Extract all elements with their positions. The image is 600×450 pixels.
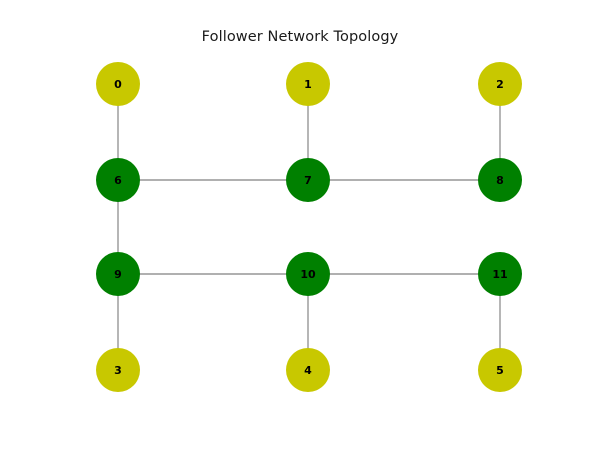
graph-node-circle-5[interactable] bbox=[478, 348, 522, 392]
graph-node-11[interactable]: 11 bbox=[478, 252, 522, 296]
graph-node-5[interactable]: 5 bbox=[478, 348, 522, 392]
graph-node-10[interactable]: 10 bbox=[286, 252, 330, 296]
graph-node-4[interactable]: 4 bbox=[286, 348, 330, 392]
graph-node-3[interactable]: 3 bbox=[96, 348, 140, 392]
graph-node-9[interactable]: 9 bbox=[96, 252, 140, 296]
graph-node-circle-1[interactable] bbox=[286, 62, 330, 106]
graph-node-8[interactable]: 8 bbox=[478, 158, 522, 202]
page-title: Follower Network Topology bbox=[201, 29, 399, 45]
graph-node-circle-11[interactable] bbox=[478, 252, 522, 296]
graph-node-1[interactable]: 1 bbox=[286, 62, 330, 106]
graph-node-circle-3[interactable] bbox=[96, 348, 140, 392]
graph-node-circle-2[interactable] bbox=[478, 62, 522, 106]
graph-node-6[interactable]: 6 bbox=[96, 158, 140, 202]
graph-node-2[interactable]: 2 bbox=[478, 62, 522, 106]
graph-node-7[interactable]: 7 bbox=[286, 158, 330, 202]
edge-layer bbox=[117, 84, 501, 370]
graph-node-circle-9[interactable] bbox=[96, 252, 140, 296]
graph-node-circle-4[interactable] bbox=[286, 348, 330, 392]
node-layer: 0 1 2 6 7 8 9 10 11 3 4 5 bbox=[96, 62, 522, 392]
graph-node-circle-0[interactable] bbox=[96, 62, 140, 106]
graph-node-circle-10[interactable] bbox=[286, 252, 330, 296]
graph-node-circle-8[interactable] bbox=[478, 158, 522, 202]
graph-node-circle-7[interactable] bbox=[286, 158, 330, 202]
graph-node-circle-6[interactable] bbox=[96, 158, 140, 202]
graph-node-0[interactable]: 0 bbox=[96, 62, 140, 106]
